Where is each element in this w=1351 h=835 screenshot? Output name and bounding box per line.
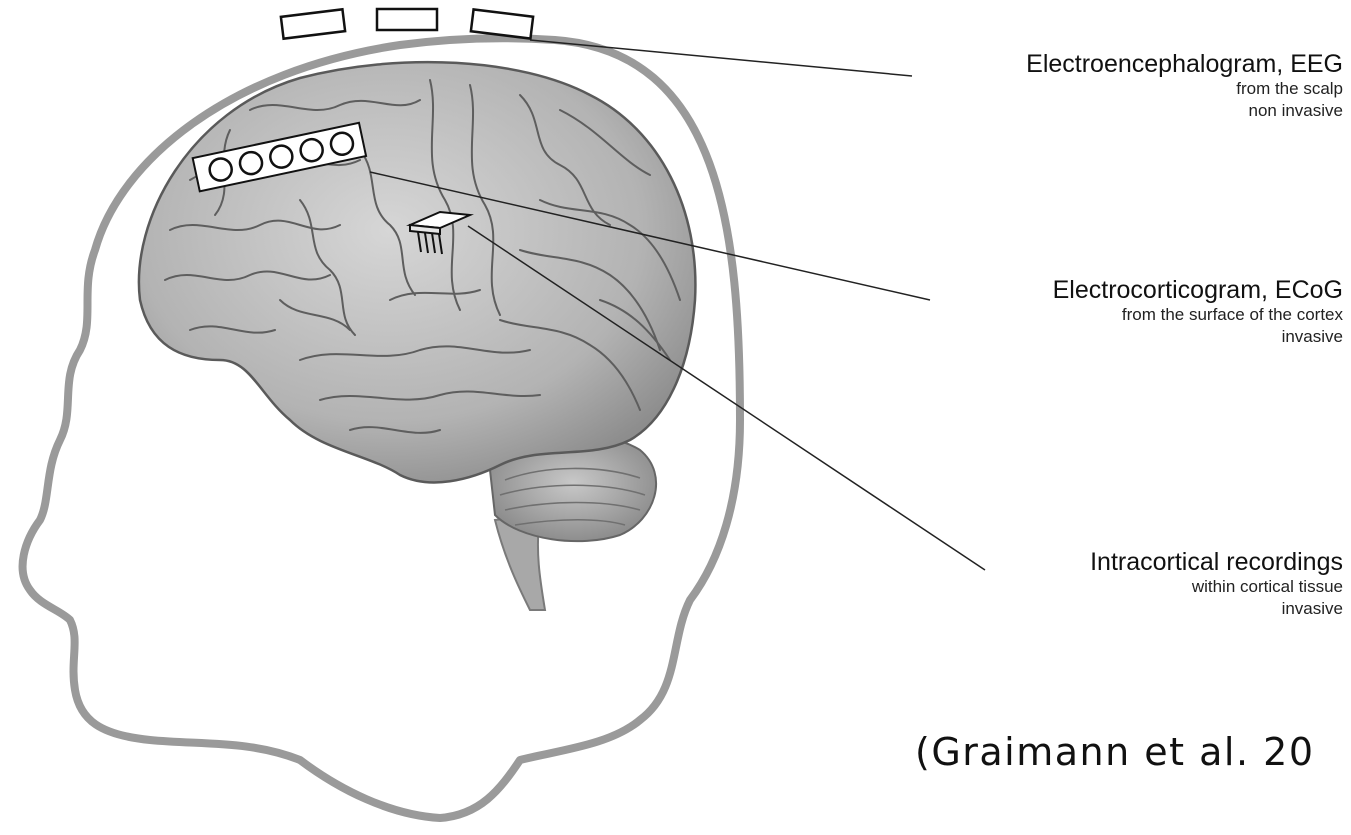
eeg-subtitle-invasiveness: non invasive [1026, 100, 1343, 122]
eeg-electrode [471, 9, 533, 38]
eeg-title: Electroencephalogram, EEG [1026, 50, 1343, 78]
ecog-subtitle-invasiveness: invasive [1053, 326, 1343, 348]
intracortical-label: Intracortical recordings within cortical… [1090, 548, 1343, 620]
eeg-electrode [281, 9, 345, 38]
eeg-electrodes [281, 9, 533, 39]
ecog-subtitle-location: from the surface of the cortex [1053, 304, 1343, 326]
ecog-title: Electrocorticogram, ECoG [1053, 276, 1343, 304]
ecog-label: Electrocorticogram, ECoG from the surfac… [1053, 276, 1343, 348]
eeg-label: Electroencephalogram, EEG from the scalp… [1026, 50, 1343, 122]
intracortical-subtitle-location: within cortical tissue [1090, 576, 1343, 598]
eeg-leader-line [530, 40, 912, 76]
eeg-subtitle-location: from the scalp [1026, 78, 1343, 100]
eeg-electrode [377, 9, 437, 30]
citation: (Graimann et al. 20 [915, 730, 1315, 774]
cerebrum [139, 62, 695, 482]
intracortical-title: Intracortical recordings [1090, 548, 1343, 576]
intracortical-subtitle-invasiveness: invasive [1090, 598, 1343, 620]
